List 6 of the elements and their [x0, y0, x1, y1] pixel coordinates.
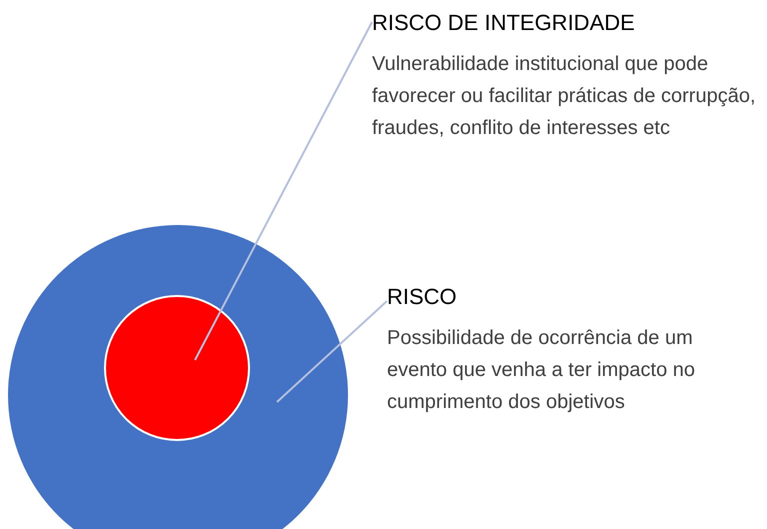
heading: RISCO — [387, 284, 458, 310]
description: Possibilidade de ocorrência de um evento que venha a ter impacto no cumprimento dos objetivos — [387, 326, 696, 415]
heading: RISCO DE INTEGRIDADE — [372, 10, 636, 36]
description: Vulnerabilidade institucional que pode favorecer ou facilitar práticas de corrupção, fraudes, conflito de interesses etc — [372, 52, 757, 141]
leader-line — [276, 300, 388, 403]
leader-line — [194, 22, 373, 360]
